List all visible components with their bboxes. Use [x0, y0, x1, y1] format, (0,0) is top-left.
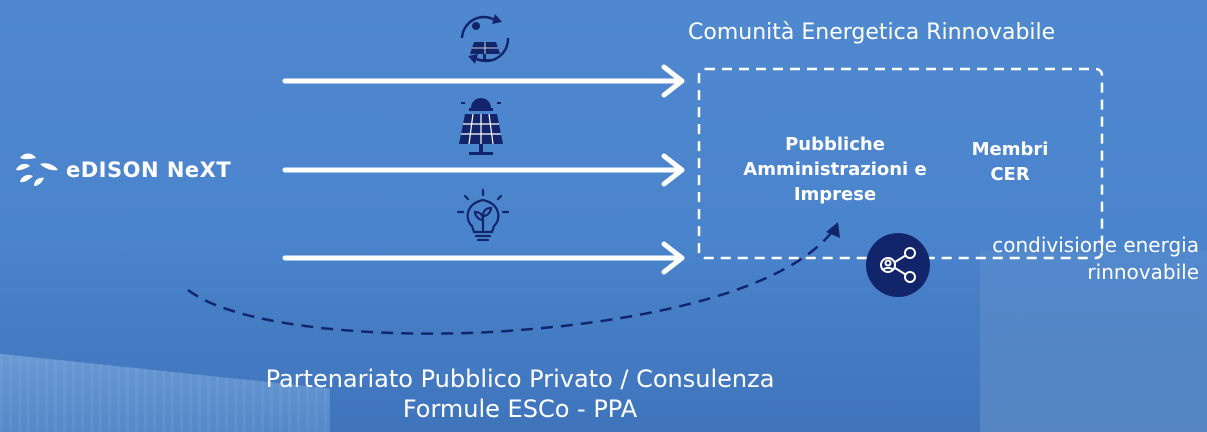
box-label-line: Imprese: [793, 184, 877, 205]
edison-next-logo: eDISON NeXT: [14, 150, 231, 190]
curve-arrowhead: [826, 222, 840, 238]
box-label-line: Pubbliche: [785, 134, 885, 155]
ppp-dashed-curve: [187, 227, 837, 335]
esco-ppa-label: Formule ESCo - PPA: [402, 395, 638, 423]
sharing-label-line1: condivisione energia: [992, 233, 1199, 257]
box-label-line: CER: [990, 164, 1030, 185]
share-network-icon: [880, 247, 916, 283]
sharing-label-line2: rinnovabile: [1087, 260, 1199, 284]
building-image-right: [980, 250, 1207, 432]
share-network-badge: [866, 233, 930, 297]
cer-dashed-box: [697, 67, 1104, 260]
community-title: Comunità Energetica Rinnovabile: [688, 20, 1056, 45]
solar-cycle-icon: [460, 14, 510, 64]
box-label-line: Membri: [971, 139, 1049, 160]
lightbulb-plant-icon: [456, 188, 510, 242]
ppp-label: Partenariato Pubblico Privato / Consulen…: [265, 365, 775, 393]
sharing-label: condivisione energia rinnovabile: [992, 232, 1199, 286]
arrow-middle: [282, 153, 685, 187]
solar-panel-icon: [459, 98, 503, 155]
arrow-bottom: [282, 241, 685, 275]
box-label-members: Membri CER: [960, 137, 1060, 187]
arrow-top: [282, 64, 685, 98]
box-label-line: Amministrazioni e: [743, 159, 927, 180]
box-label-public-admin: Pubbliche Amministrazioni e Imprese: [730, 132, 940, 207]
edison-flower-icon: [16, 153, 58, 186]
logo-text: eDISON NeXT: [66, 158, 232, 182]
